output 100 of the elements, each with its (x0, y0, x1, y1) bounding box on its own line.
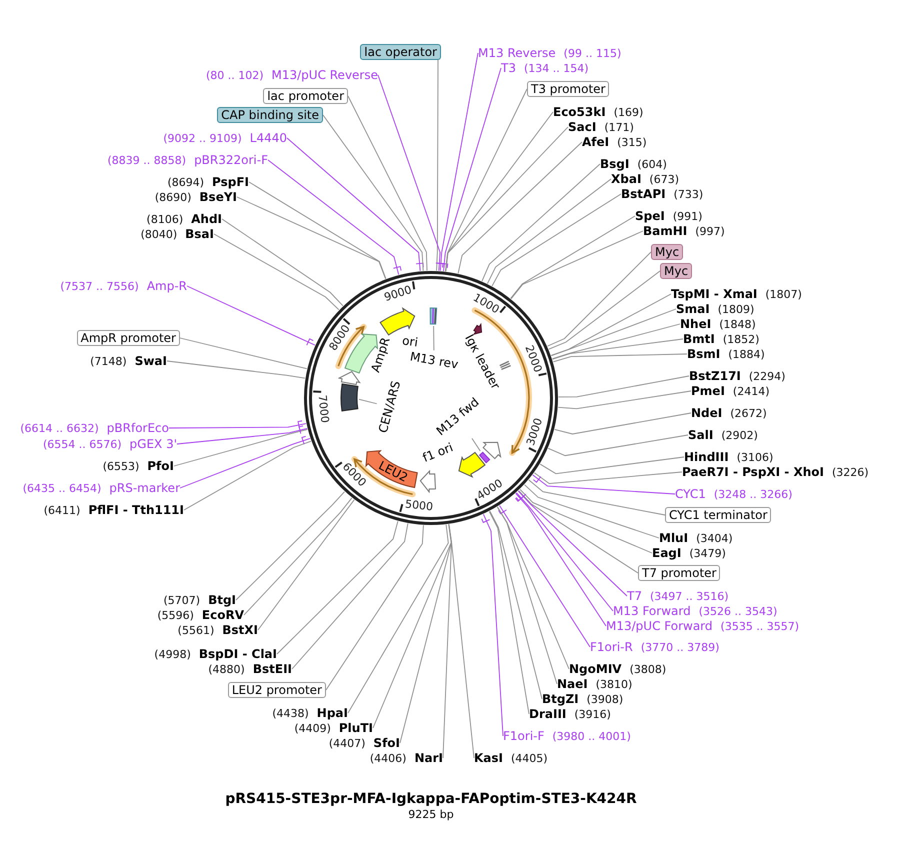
primer-name: CYC1 (675, 487, 706, 501)
cut-position: (3404) (696, 532, 733, 545)
cut-position: (1807) (765, 288, 802, 301)
leader-line (448, 524, 474, 758)
cut-position: (4998) (154, 648, 191, 661)
enzyme-name: SfoI (373, 736, 400, 750)
feature-segment (379, 307, 416, 336)
cut-position: (315) (617, 136, 647, 149)
enzyme-name: AhdI (191, 212, 222, 226)
cut-position: (673) (649, 173, 679, 186)
cut-position: (991) (672, 210, 702, 223)
leader-line (348, 96, 428, 271)
enzyme-name: EcoRV (202, 608, 244, 622)
leader-line (358, 398, 378, 404)
primer-range: (3248 .. 3266) (714, 488, 792, 501)
primer-name: L4440 (250, 131, 287, 145)
cut-position: (604) (637, 158, 667, 171)
leader-line (174, 428, 308, 466)
enzyme-name: BtgI (208, 593, 236, 607)
primer-range: (6554 .. 6576) (42, 438, 122, 451)
enzyme-name: NdeI (691, 406, 722, 420)
cut-position: (8690) (154, 191, 192, 204)
feature-label: lac operator (360, 44, 441, 60)
cut-position: (1884) (728, 348, 765, 361)
enzyme-name: KasI (474, 751, 504, 765)
primer-range: (3770 .. 3789) (640, 641, 720, 654)
leader-line (540, 456, 684, 474)
enzyme-name: NgoMIV (569, 662, 622, 676)
leader-line (184, 440, 312, 510)
cut-position: (4406) (370, 752, 406, 765)
leader-line (489, 510, 542, 700)
feature-segment (419, 469, 437, 493)
plasmid-ring (304, 270, 558, 526)
leader-line (550, 294, 672, 356)
enzyme-name: BstZ17I (689, 369, 741, 383)
leader-line (510, 230, 644, 300)
feature-name: M13 rev (408, 350, 460, 372)
leader-line (492, 194, 622, 286)
cut-position: (2414) (732, 385, 770, 398)
feature-segment (338, 370, 361, 386)
cut-position: (2902) (721, 429, 758, 442)
enzyme-name: BtgZI (542, 692, 579, 706)
feature-mark (478, 451, 491, 464)
cut-position: (6411) (44, 504, 80, 517)
leader-line (496, 506, 570, 670)
leader-line (550, 308, 676, 356)
primer-name: pBR322ori-F (194, 153, 268, 167)
leader-line (524, 484, 660, 538)
primer-name: M13/pUC Reverse (272, 68, 378, 82)
cut-position: (1848) (719, 318, 756, 331)
feature-name: f1 ori (421, 441, 455, 465)
cut-position: (1809) (718, 303, 754, 316)
enzyme-name: BsmI (687, 347, 720, 361)
enzyme-name: XbaI (611, 172, 642, 186)
leader-line (548, 270, 660, 350)
leader-line (534, 472, 682, 484)
primer-range: (9092 .. 9109) (163, 132, 242, 145)
leader-line (488, 510, 530, 714)
enzyme-name: SalI (688, 428, 714, 442)
feature-segment (365, 449, 419, 489)
primer-name: M13 Forward (613, 604, 691, 618)
leader-line (481, 514, 504, 736)
leader-line (378, 74, 444, 272)
tick-label: 2000 (522, 344, 544, 374)
leader-line (472, 438, 481, 452)
cut-position: (8040) (140, 228, 178, 241)
enzyme-name: PfoI (147, 459, 174, 473)
leader-line (510, 216, 636, 299)
leader-line (445, 112, 554, 272)
enzyme-name: HpaI (316, 706, 348, 720)
enzyme-name: PluTI (338, 721, 373, 735)
map-title: pRS415-STE3pr-MFA-Igkappa-FAPoptim-STE3-K424R (225, 791, 637, 807)
enzyme-name: PflFI - Tth111I (88, 503, 184, 517)
primer-range: (3526 .. 3543) (698, 605, 778, 618)
enzyme-name: BamHI (643, 224, 688, 238)
enzyme-name: BspDI - ClaI (198, 647, 277, 661)
leader-line (436, 60, 438, 272)
feature-name: AmpR (369, 336, 393, 374)
leader-line (286, 138, 424, 272)
enzyme-name: BseYI (199, 190, 237, 204)
enzyme-name: BmtI (683, 332, 715, 346)
primer-name: F1ori-R (590, 640, 633, 654)
cut-position: (3908) (586, 693, 624, 706)
enzyme-name: DraIII (529, 707, 566, 721)
leader-line (372, 524, 452, 728)
cut-position: (5596) (157, 609, 194, 622)
feature-segment (457, 451, 487, 478)
enzyme-name: AfeI (582, 135, 610, 149)
tick-label: 7000 (315, 394, 330, 424)
primer-range: (99 .. 115) (564, 47, 622, 60)
leader-line (518, 490, 628, 596)
cut-position: (6553) (102, 460, 140, 473)
enzyme-name: HindIII (684, 450, 729, 464)
enzyme-name: SpeI (635, 209, 665, 223)
cut-position: (3106) (736, 451, 774, 464)
leader-line (244, 498, 352, 616)
cut-position: (2672) (730, 407, 767, 420)
leader-line (258, 499, 355, 630)
feature-label: CAP binding site (217, 107, 323, 123)
feature-label: T3 promoter (527, 81, 610, 97)
